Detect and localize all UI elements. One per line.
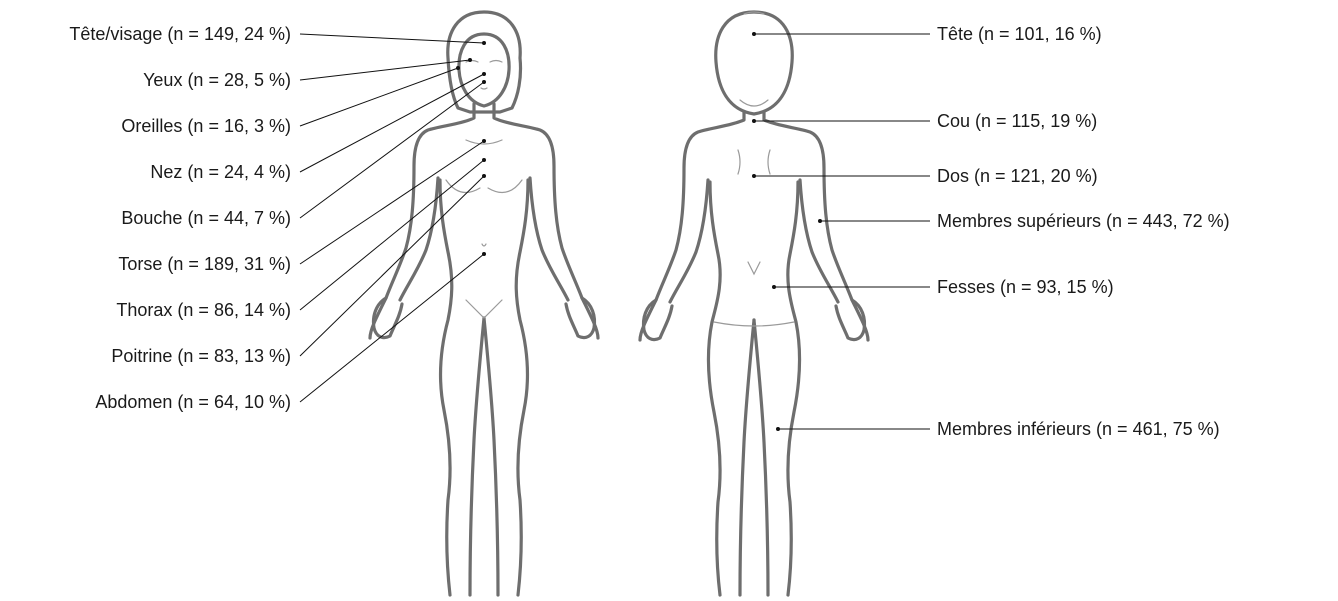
label-abdomen: Abdomen (n = 64, 10 %) bbox=[95, 391, 291, 413]
label-dos: Dos (n = 121, 20 %) bbox=[937, 165, 1098, 187]
label-oreilles: Oreilles (n = 16, 3 %) bbox=[121, 115, 291, 137]
label-yeux: Yeux (n = 28, 5 %) bbox=[143, 69, 291, 91]
label-poitrine: Poitrine (n = 83, 13 %) bbox=[111, 345, 291, 367]
label-tete: Tête (n = 101, 16 %) bbox=[937, 23, 1102, 45]
label-tete-visage: Tête/visage (n = 149, 24 %) bbox=[69, 23, 291, 45]
marker-poitrine bbox=[482, 174, 486, 178]
marker-yeux bbox=[468, 58, 472, 62]
marker-dos bbox=[752, 174, 756, 178]
marker-bouche bbox=[482, 80, 486, 84]
back-body-figure bbox=[640, 12, 868, 595]
label-membres-inferieurs: Membres inférieurs (n = 461, 75 %) bbox=[937, 418, 1220, 440]
marker-tete bbox=[752, 32, 756, 36]
label-cou: Cou (n = 115, 19 %) bbox=[937, 110, 1097, 132]
marker-cou bbox=[752, 119, 756, 123]
marker-nez bbox=[482, 72, 486, 76]
label-fesses: Fesses (n = 93, 15 %) bbox=[937, 276, 1114, 298]
label-thorax: Thorax (n = 86, 14 %) bbox=[116, 299, 291, 321]
marker-fesses bbox=[772, 285, 776, 289]
marker-tete-visage bbox=[482, 41, 486, 45]
marker-abdomen bbox=[482, 252, 486, 256]
marker-membres-superieurs bbox=[818, 219, 822, 223]
marker-membres-inferieurs bbox=[776, 427, 780, 431]
label-bouche: Bouche (n = 44, 7 %) bbox=[121, 207, 291, 229]
label-nez: Nez (n = 24, 4 %) bbox=[150, 161, 291, 183]
marker-torse bbox=[482, 139, 486, 143]
marker-oreilles bbox=[456, 66, 460, 70]
label-membres-superieurs: Membres supérieurs (n = 443, 72 %) bbox=[937, 210, 1230, 232]
marker-thorax bbox=[482, 158, 486, 162]
front-body-figure bbox=[370, 12, 598, 595]
label-torse: Torse (n = 189, 31 %) bbox=[118, 253, 291, 275]
